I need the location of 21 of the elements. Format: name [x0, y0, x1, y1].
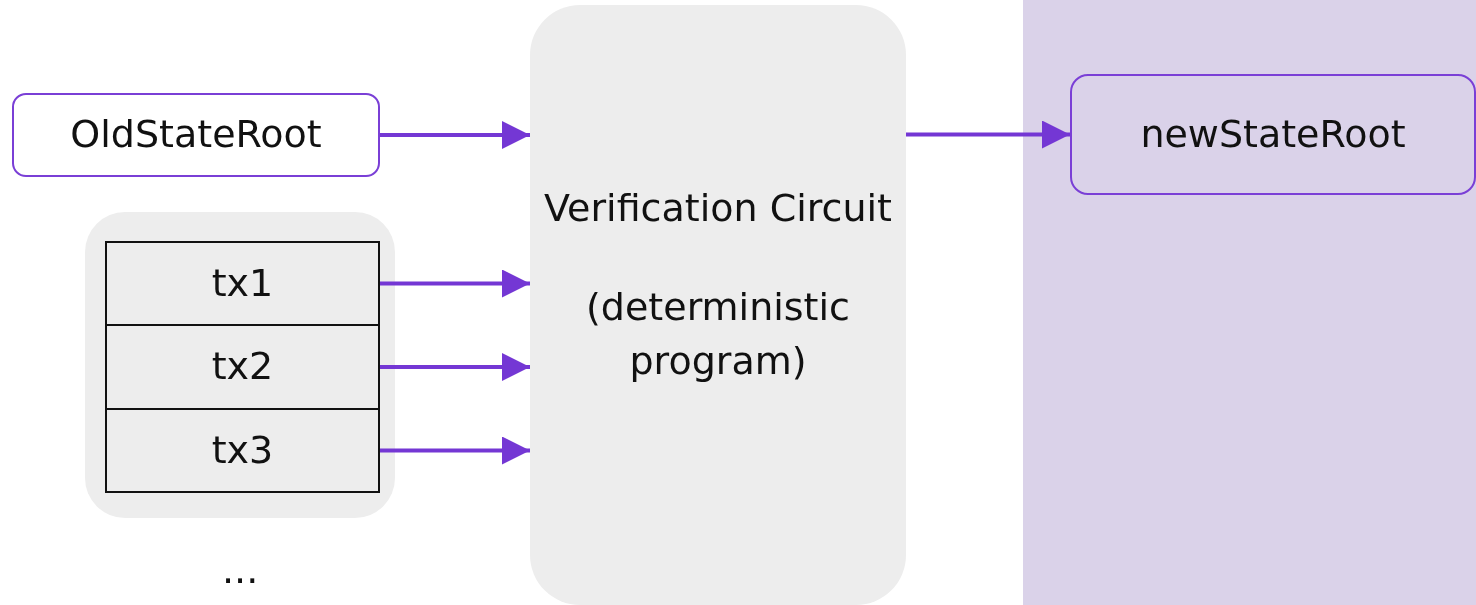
- side-panel: [1023, 0, 1476, 605]
- process-box: [530, 5, 906, 605]
- ellipsis-label: ...: [222, 548, 259, 592]
- list-row: [105, 324, 380, 410]
- output-box: [1070, 74, 1476, 195]
- group-panel: [85, 212, 395, 518]
- list-row: [105, 241, 380, 326]
- arrow: [380, 353, 530, 381]
- list-row: [105, 408, 380, 493]
- arrow: [380, 269, 530, 298]
- node-label: tx3: [211, 426, 274, 474]
- node-label: tx2: [211, 343, 274, 391]
- node-label: Verification Circuit: [544, 185, 892, 233]
- arrow: [380, 436, 530, 465]
- arrow: [906, 120, 1070, 149]
- node-label: OldStateRoot: [70, 111, 322, 159]
- node-label: newStateRoot: [1140, 110, 1406, 158]
- input-box: [12, 93, 380, 177]
- node-label: (deterministic program): [585, 284, 851, 385]
- arrow: [380, 121, 530, 149]
- node-label: tx1: [211, 259, 274, 307]
